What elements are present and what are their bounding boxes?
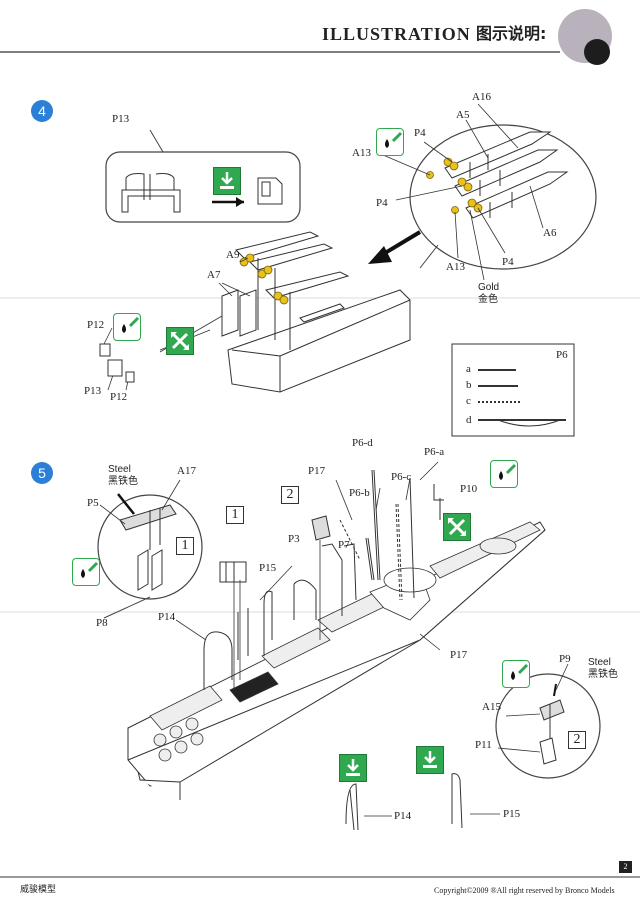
label-p4: P4 [414,127,426,139]
p9-detail-callout [495,673,601,779]
label-steel: Steel [588,657,611,668]
sub-assembly-1-box: 1 [226,506,244,524]
label-a5: A5 [456,109,470,121]
label-steel-cn: 黑铁色 [108,476,138,487]
p13-part-drawing [121,173,181,213]
bottom-parts [345,773,463,831]
step5-railings [203,469,444,690]
step-badge-5: 5 [31,462,53,484]
label-p7: P7 [338,539,350,551]
fold-down-icon [339,754,367,782]
brand-name: 威骏模型 [20,885,57,895]
label-a17: A17 [177,465,196,477]
p6-row-label: c [466,395,471,407]
p13-detail-box [105,151,301,223]
label-a13: A13 [446,261,465,273]
missile-drawings [444,131,569,219]
label-p12: P12 [110,391,128,403]
bend-parts-icon [443,513,471,541]
label-gold: Gold [478,282,500,293]
label-p12: P12 [87,319,105,331]
step4-hull-assembly [221,231,411,393]
label-p17: P17 [308,465,326,477]
label-p13: P13 [112,113,130,125]
label-p5: P5 [87,497,99,509]
p13-folded-drawing [257,177,283,205]
label-a16: A16 [472,91,491,103]
label-p13: P13 [84,385,102,397]
part1-drawing [219,561,247,583]
header-decor-dot [584,39,610,65]
label-gold-cn: 金色 [478,294,498,305]
label-a9: A9 [226,249,240,261]
glue-icon [113,313,141,341]
glue-icon [376,128,404,156]
label-p6-a: P6-a [424,446,445,458]
boat-hull [127,521,546,800]
label-a15: A15 [482,701,501,713]
label-p9: P9 [559,653,571,665]
label-p6-d: P6-d [352,437,373,449]
label-p14: P14 [394,810,412,822]
label-a6: A6 [543,227,557,239]
page-title-cn: 图示说明: [476,24,547,43]
label-p15: P15 [259,562,277,574]
sub-assembly-1-box: 1 [176,537,194,555]
label-p11: P11 [475,739,492,751]
page-number: 2 [619,861,632,873]
step-badge-4: 4 [31,100,53,122]
sub-assembly-2-box: 2 [568,731,586,749]
glue-icon [72,558,100,586]
label-p4: P4 [502,256,514,268]
label-p15: P15 [503,808,521,820]
p6-row-label: b [466,379,472,391]
p6-box-title: P6 [556,349,568,361]
label-p10: P10 [460,483,478,495]
label-a7: A7 [207,269,221,281]
label-a13: A13 [352,147,371,159]
bend-parts-icon [166,327,194,355]
label-p8: P8 [96,617,108,629]
copyright-text: Copyright©2009 ®All right reserved by Br… [434,886,615,895]
fold-down-icon [213,167,241,195]
p12-small-parts [99,343,135,383]
label-p14: P14 [158,611,176,623]
glue-icon [490,460,518,488]
fold-down-icon [416,746,444,774]
label-p6-c: P6-c [391,471,412,483]
step4-gold-parts [239,253,289,305]
label-p17: P17 [450,649,468,661]
label-p6-b: P6-b [349,487,370,499]
label-steel: Steel [108,464,131,475]
sub-assembly-2-box: 2 [281,486,299,504]
label-p3: P3 [288,533,300,545]
page-title: ILLUSTRATION [322,24,471,44]
label-steel-cn: 黑铁色 [588,669,618,680]
p6-row-label: a [466,363,471,375]
p6-row-label: d [466,414,472,426]
label-p4: P4 [376,197,388,209]
glue-icon [502,660,530,688]
